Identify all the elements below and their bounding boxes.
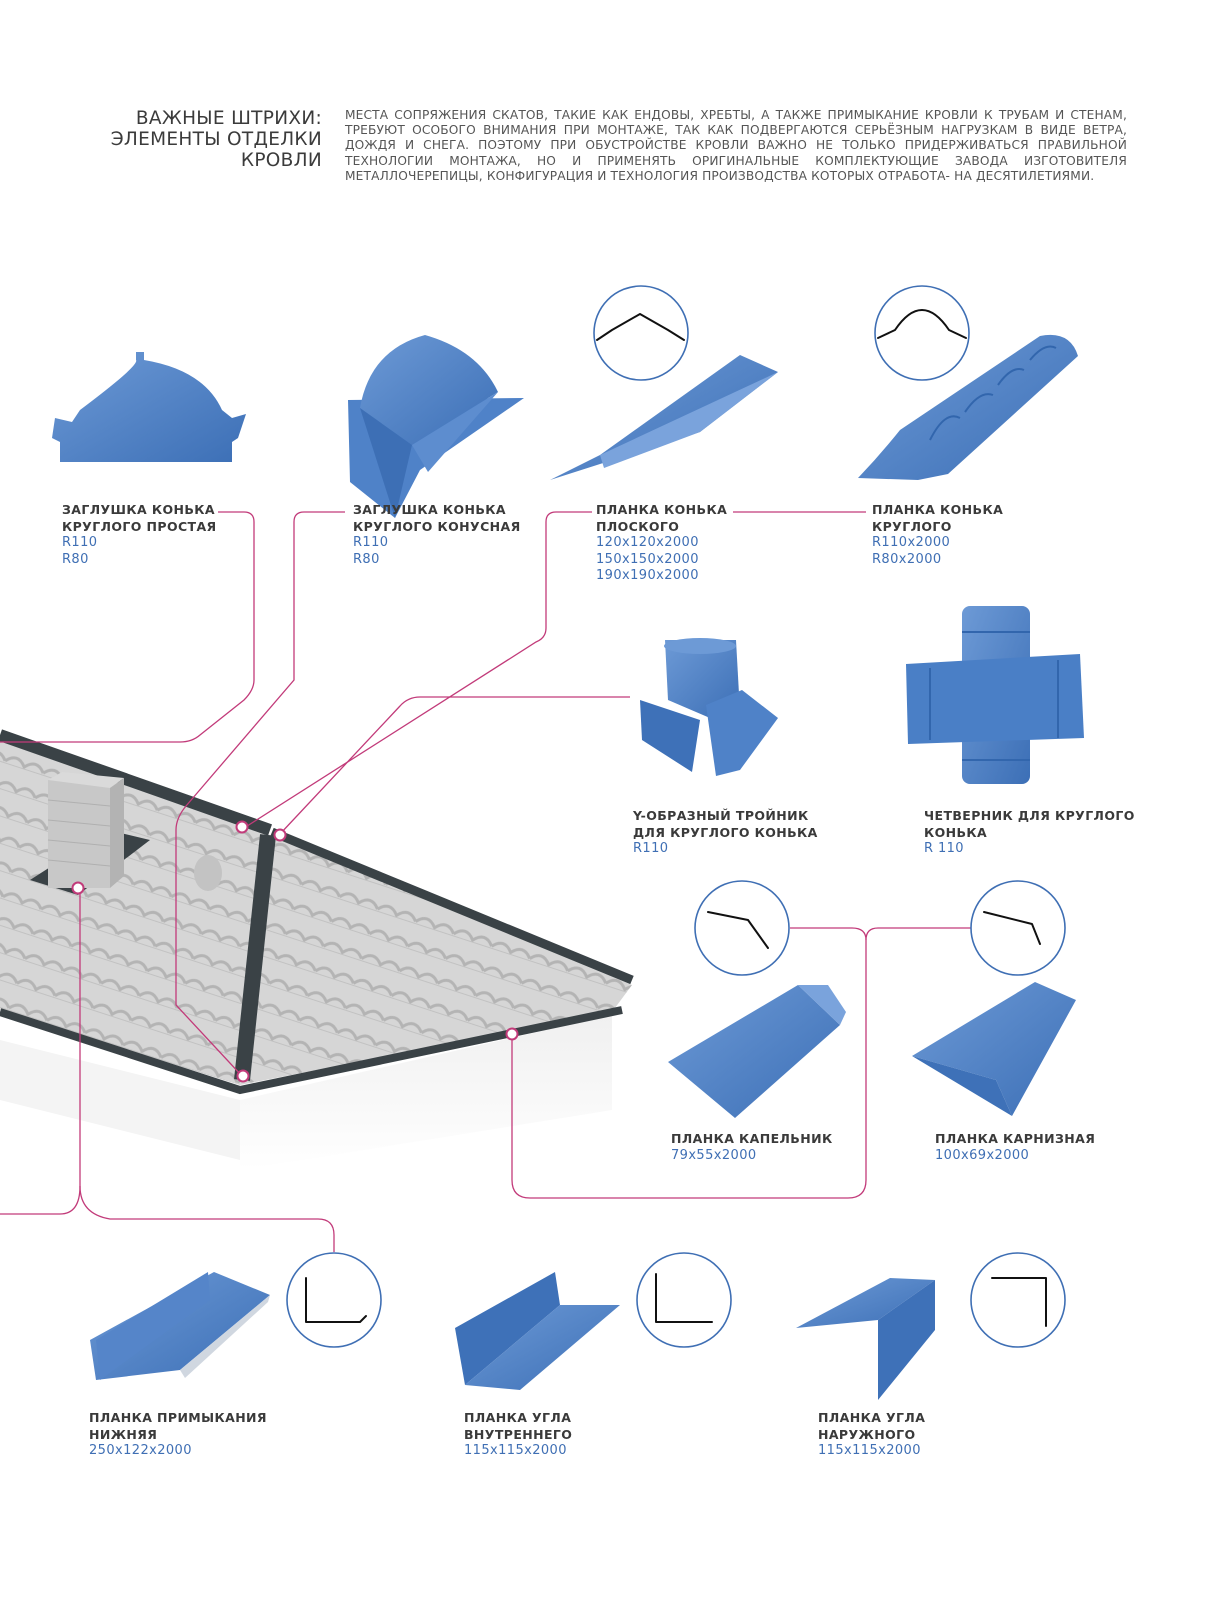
product-size: R80x2000 <box>872 551 942 567</box>
intro-line: МЕСТА СОПРЯЖЕНИЯ СКАТОВ, ТАКИЕ КАК ЕНДОВ… <box>345 108 1065 122</box>
product-name: ЧЕТВЕРНИК ДЛЯ КРУГЛОГО <box>924 808 1135 823</box>
page-title: ВАЖНЫЕ ШТРИХИ: ЭЛЕМЕНТЫ ОТДЕЛКИ КРОВЛИ <box>60 108 322 171</box>
intro-line: ВИДЕ ВЕТРА, ДОЖДЯ И СНЕГА. ПОЭТОМУ ПРИ О… <box>345 123 1128 153</box>
outer-corner-image <box>796 1278 935 1400</box>
profile-sketches <box>305 309 1047 1327</box>
title-line: КРОВЛИ <box>240 150 322 171</box>
inner-corner-image <box>455 1272 620 1390</box>
product-size: R110 <box>633 841 669 856</box>
product-round-ridge: ПЛАНКА КОНЬКА КРУГЛОГО R110x2000 R80x200… <box>872 502 1003 568</box>
product-size: 190x190x2000 <box>596 568 699 583</box>
eaves-image <box>912 982 1076 1116</box>
intro-line: СТЕНАМ, ТРЕБУЮТ ОСОБОГО ВНИМАНИЯ ПРИ МОН… <box>345 108 1127 138</box>
title-line: ЭЛЕМЕНТЫ ОТДЕЛКИ <box>110 129 322 150</box>
product-size: R110x2000 <box>872 535 951 550</box>
product-name: КОНЬКА <box>924 824 988 840</box>
product-outer-corner: ПЛАНКА УГЛА НАРУЖНОГО 115x115x2000 <box>818 1410 925 1460</box>
product-size: 100x69x2000 <box>935 1147 1030 1163</box>
product-size: R110 <box>62 535 98 550</box>
product-name: ПЛАНКА УГЛА <box>818 1410 926 1425</box>
round-ridge-image <box>858 334 1078 480</box>
product-name: КРУГЛОГО КОНУСНАЯ <box>353 518 521 534</box>
intro-paragraph: МЕСТА СОПРЯЖЕНИЯ СКАТОВ, ТАКИЕ КАК ЕНДОВ… <box>345 108 1127 184</box>
product-name: НАРУЖНОГО <box>818 1426 916 1442</box>
lower-abutment-image <box>90 1272 270 1380</box>
product-name: НИЖНЯЯ <box>89 1426 158 1442</box>
product-name: КРУГЛОГО ПРОСТАЯ <box>62 518 217 534</box>
flat-ridge-image <box>550 355 778 480</box>
product-cross: ЧЕТВЕРНИК ДЛЯ КРУГЛОГО КОНЬКА R 110 <box>924 808 1135 858</box>
product-size: 250x122x2000 <box>89 1443 192 1458</box>
product-size: 115x115x2000 <box>464 1443 567 1458</box>
intro-line: НА ДЕСЯТИЛЕТИЯМИ. <box>954 168 1095 183</box>
product-conical-ridge-cap: ЗАГЛУШКА КОНЬКА КРУГЛОГО КОНУСНАЯ R110 R… <box>353 502 521 568</box>
callout-lines <box>0 511 972 1252</box>
simple-ridge-cap-image <box>52 352 246 462</box>
intro-line: ПРАВИЛЬНОЙ ТЕХНОЛОГИИ МОНТАЖА, НО И ПРИМ… <box>345 138 1127 168</box>
product-simple-ridge-cap: ЗАГЛУШКА КОНЬКА КРУГЛОГО ПРОСТАЯ R110 R8… <box>62 502 217 568</box>
product-name: КРУГЛОГО <box>872 518 952 534</box>
drip-edge-image <box>668 985 846 1118</box>
product-drip-edge: ПЛАНКА КАПЕЛЬНИК 79x55x2000 <box>671 1131 833 1164</box>
product-size: 79x55x2000 <box>671 1147 757 1163</box>
cross-image <box>906 606 1084 784</box>
product-name: ВНУТРЕННЕГО <box>464 1426 573 1442</box>
title-line: ВАЖНЫЕ ШТРИХИ: <box>135 108 322 129</box>
intro-line: ИЗГОТОВИТЕЛЯ МЕТАЛЛОЧЕРЕПИЦЫ, КОНФИГУРАЦ… <box>345 153 1127 183</box>
callout-dots <box>71 820 519 1083</box>
product-name: ПЛАНКА УГЛА <box>464 1410 572 1425</box>
profile-circles <box>286 285 1066 1348</box>
product-name: ПЛАНКА КАПЕЛЬНИК <box>671 1131 833 1146</box>
product-name: ПЛАНКА КОНЬКА <box>872 502 1004 517</box>
product-name: ЗАГЛУШКА КОНЬКА <box>353 502 506 517</box>
product-size: 150x150x2000 <box>596 551 699 567</box>
product-size: 115x115x2000 <box>818 1443 921 1458</box>
conical-ridge-cap-image <box>348 335 524 518</box>
product-y-tee: Y-ОБРАЗНЫЙ ТРОЙНИК ДЛЯ КРУГЛОГО КОНЬКА R… <box>633 808 818 858</box>
y-tee-image <box>640 638 778 776</box>
product-inner-corner: ПЛАНКА УГЛА ВНУТРЕННЕГО 115x115x2000 <box>464 1410 572 1460</box>
product-name: ПЛАНКА КАРНИЗНАЯ <box>935 1131 1096 1146</box>
product-name: ПЛАНКА ПРИМЫКАНИЯ <box>89 1410 267 1425</box>
product-name: ПЛАНКА КОНЬКА <box>596 502 728 517</box>
product-name: Y-ОБРАЗНЫЙ ТРОЙНИК <box>633 808 809 823</box>
product-size: R 110 <box>924 841 964 856</box>
product-name: ЗАГЛУШКА КОНЬКА <box>62 502 215 517</box>
product-flat-ridge: ПЛАНКА КОНЬКА ПЛОСКОГО 120x120x2000 150x… <box>596 502 727 585</box>
product-size: 120x120x2000 <box>596 535 699 550</box>
roof-illustration <box>0 729 634 1170</box>
product-size: R80 <box>353 551 380 567</box>
product-size: R110 <box>353 535 389 550</box>
product-name: ДЛЯ КРУГЛОГО КОНЬКА <box>633 824 818 840</box>
product-lower-abutment: ПЛАНКА ПРИМЫКАНИЯ НИЖНЯЯ 250x122x2000 <box>89 1410 267 1460</box>
product-name: ПЛОСКОГО <box>596 518 680 534</box>
product-size: R80 <box>62 551 89 567</box>
product-eaves: ПЛАНКА КАРНИЗНАЯ 100x69x2000 <box>935 1131 1095 1164</box>
